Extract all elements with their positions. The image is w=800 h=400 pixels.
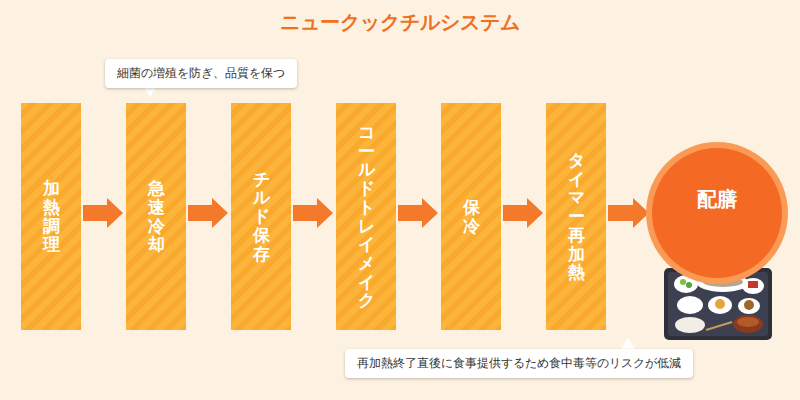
node-label: 配膳 [697,186,737,278]
flow-arrow [293,198,333,228]
vertical-label: 保冷 [463,198,480,235]
serving-circle: 配膳 [652,148,782,278]
meal-tray [664,268,772,340]
vertical-label: チルド保存 [253,170,270,263]
diagram-title: ニュークックチルシステム [0,9,800,36]
flow-arrow [83,198,123,228]
callout-tail [621,338,635,349]
process-box: 急速冷却 [126,103,186,330]
vertical-label: タイマー再加熱 [568,151,585,282]
vertical-label: 急速冷却 [148,179,165,254]
process-box: コールドトレイメイク [336,103,396,330]
flow-arrow [188,198,228,228]
vertical-label: 加熱調理 [43,179,60,254]
process-box: 保冷 [441,103,501,330]
flow-arrow [503,198,543,228]
callout-note: 再加熱終了直後に食事提供するため食中毒等のリスクが低減 [345,349,693,378]
flow-arrow [398,198,438,228]
process-box: チルド保存 [231,103,291,330]
flow-arrow [608,198,649,228]
process-box: 加熱調理 [21,103,81,330]
callout-note: 細菌の増殖を防ぎ、品質を保つ [105,59,297,88]
vertical-label: コールドトレイメイク [358,123,375,310]
process-box: タイマー再加熱 [546,103,606,330]
